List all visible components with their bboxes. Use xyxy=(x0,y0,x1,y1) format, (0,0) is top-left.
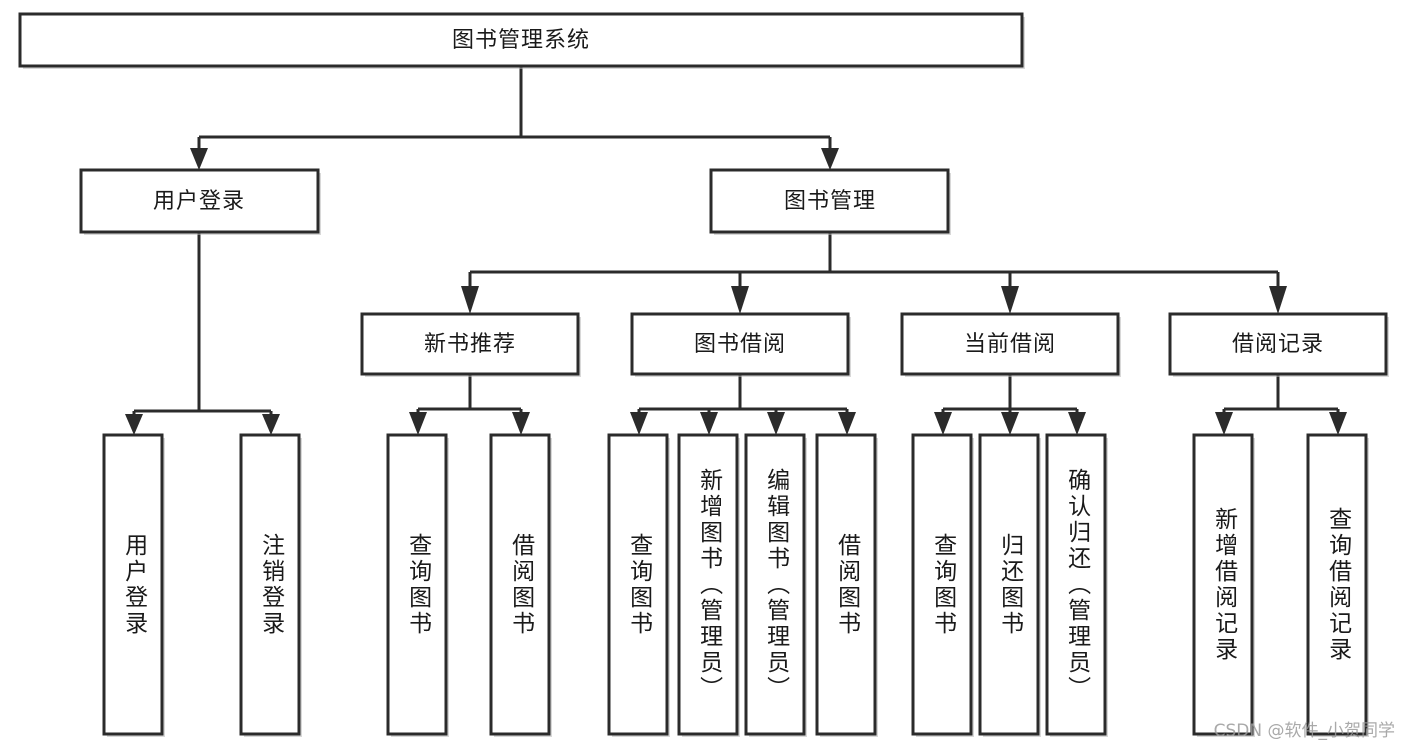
arrowhead-book-borrow xyxy=(731,286,749,314)
node-current-borrow-label: 当前借阅 xyxy=(964,332,1056,357)
arrowhead-currentborrow-leaf-2 xyxy=(1001,412,1019,435)
arrowhead-bookborrow-leaf-1 xyxy=(630,412,648,435)
leaf-record-query-box[interactable] xyxy=(1306,433,1368,736)
leaf-borrow-add-box[interactable] xyxy=(677,433,739,736)
leaf-current-confirm-box[interactable] xyxy=(1045,433,1107,736)
node-new-book-recommend-box[interactable] xyxy=(360,312,580,376)
arrowhead-new-book xyxy=(461,286,479,314)
node-book-borrow-label: 图书借阅 xyxy=(694,332,786,357)
node-borrow-record[interactable]: 借阅记录 xyxy=(1168,312,1389,377)
arrowhead-current-borrow xyxy=(1001,286,1019,314)
leaf-current-query-box[interactable] xyxy=(911,433,973,736)
arrowhead-leaf-logout xyxy=(262,414,280,435)
node-user-login-box[interactable] xyxy=(79,168,320,234)
leaf-newbook-borrow-box[interactable] xyxy=(489,433,551,736)
leaf-borrow-edit-box[interactable] xyxy=(744,433,806,736)
leaf-node-user-login[interactable] xyxy=(102,433,165,737)
node-root[interactable]: 图书管理系统 xyxy=(18,12,1025,69)
leaf-node-newbook-query[interactable] xyxy=(386,433,449,737)
leaf-node-newbook-borrow[interactable] xyxy=(489,433,552,737)
arrowhead-bookborrow-leaf-3 xyxy=(767,412,785,435)
leaf-borrow-query-box[interactable] xyxy=(607,433,669,736)
leaf-user-login-box[interactable] xyxy=(102,433,164,736)
leaf-node-logout[interactable] xyxy=(239,433,302,737)
leaf-node-borrow-add[interactable] xyxy=(677,433,740,737)
node-borrow-record-label: 借阅记录 xyxy=(1232,332,1324,357)
arrowhead-bookborrow-leaf-2 xyxy=(700,412,718,435)
connector-layer xyxy=(125,66,1347,435)
leaf-node-borrow-book[interactable] xyxy=(815,433,878,737)
node-book-management-label: 图书管理 xyxy=(784,189,876,214)
leaf-current-return-box[interactable] xyxy=(978,433,1040,736)
leaf-node-current-query[interactable] xyxy=(911,433,974,737)
node-user-login[interactable]: 用户登录 xyxy=(79,168,321,235)
leaf-node-borrow-query[interactable] xyxy=(607,433,670,737)
node-new-book-recommend[interactable]: 新书推荐 xyxy=(360,312,581,377)
arrowhead-newbook-leaf-2 xyxy=(512,412,530,435)
node-root-label: 图书管理系统 xyxy=(452,28,590,53)
node-book-management-box[interactable] xyxy=(709,168,950,234)
leaf-newbook-query-box[interactable] xyxy=(386,433,448,736)
arrowhead-borrow-record xyxy=(1269,286,1287,314)
arrowhead-newbook-leaf-1 xyxy=(409,412,427,435)
node-current-borrow[interactable]: 当前借阅 xyxy=(900,312,1121,377)
node-book-management[interactable]: 图书管理 xyxy=(709,168,951,235)
node-user-login-label: 用户登录 xyxy=(153,189,245,214)
leaf-node-record-add[interactable] xyxy=(1192,433,1255,737)
arrowhead-borrowrecord-leaf-1 xyxy=(1215,412,1233,435)
arrowhead-book-mgmt xyxy=(821,148,839,170)
node-root-box[interactable] xyxy=(18,12,1024,68)
leaf-record-add-box[interactable] xyxy=(1192,433,1254,736)
node-book-borrow-box[interactable] xyxy=(630,312,850,376)
arrowhead-currentborrow-leaf-3 xyxy=(1068,412,1086,435)
leaf-logout-box[interactable] xyxy=(239,433,301,736)
node-new-book-recommend-label: 新书推荐 xyxy=(424,332,516,357)
leaf-borrow-book-box[interactable] xyxy=(815,433,877,736)
leaf-node-borrow-edit[interactable] xyxy=(744,433,807,737)
node-borrow-record-box[interactable] xyxy=(1168,312,1388,376)
arrowhead-leaf-user-login xyxy=(125,414,143,435)
leaf-node-record-query[interactable] xyxy=(1306,433,1369,737)
arrowhead-user-login xyxy=(190,148,208,170)
node-book-borrow[interactable]: 图书借阅 xyxy=(630,312,851,377)
node-current-borrow-box[interactable] xyxy=(900,312,1120,376)
leaf-node-current-return[interactable] xyxy=(978,433,1041,737)
arrowhead-currentborrow-leaf-1 xyxy=(934,412,952,435)
arrowhead-borrowrecord-leaf-2 xyxy=(1329,412,1347,435)
leaf-node-current-confirm[interactable] xyxy=(1045,433,1108,737)
arrowhead-bookborrow-leaf-4 xyxy=(838,412,856,435)
